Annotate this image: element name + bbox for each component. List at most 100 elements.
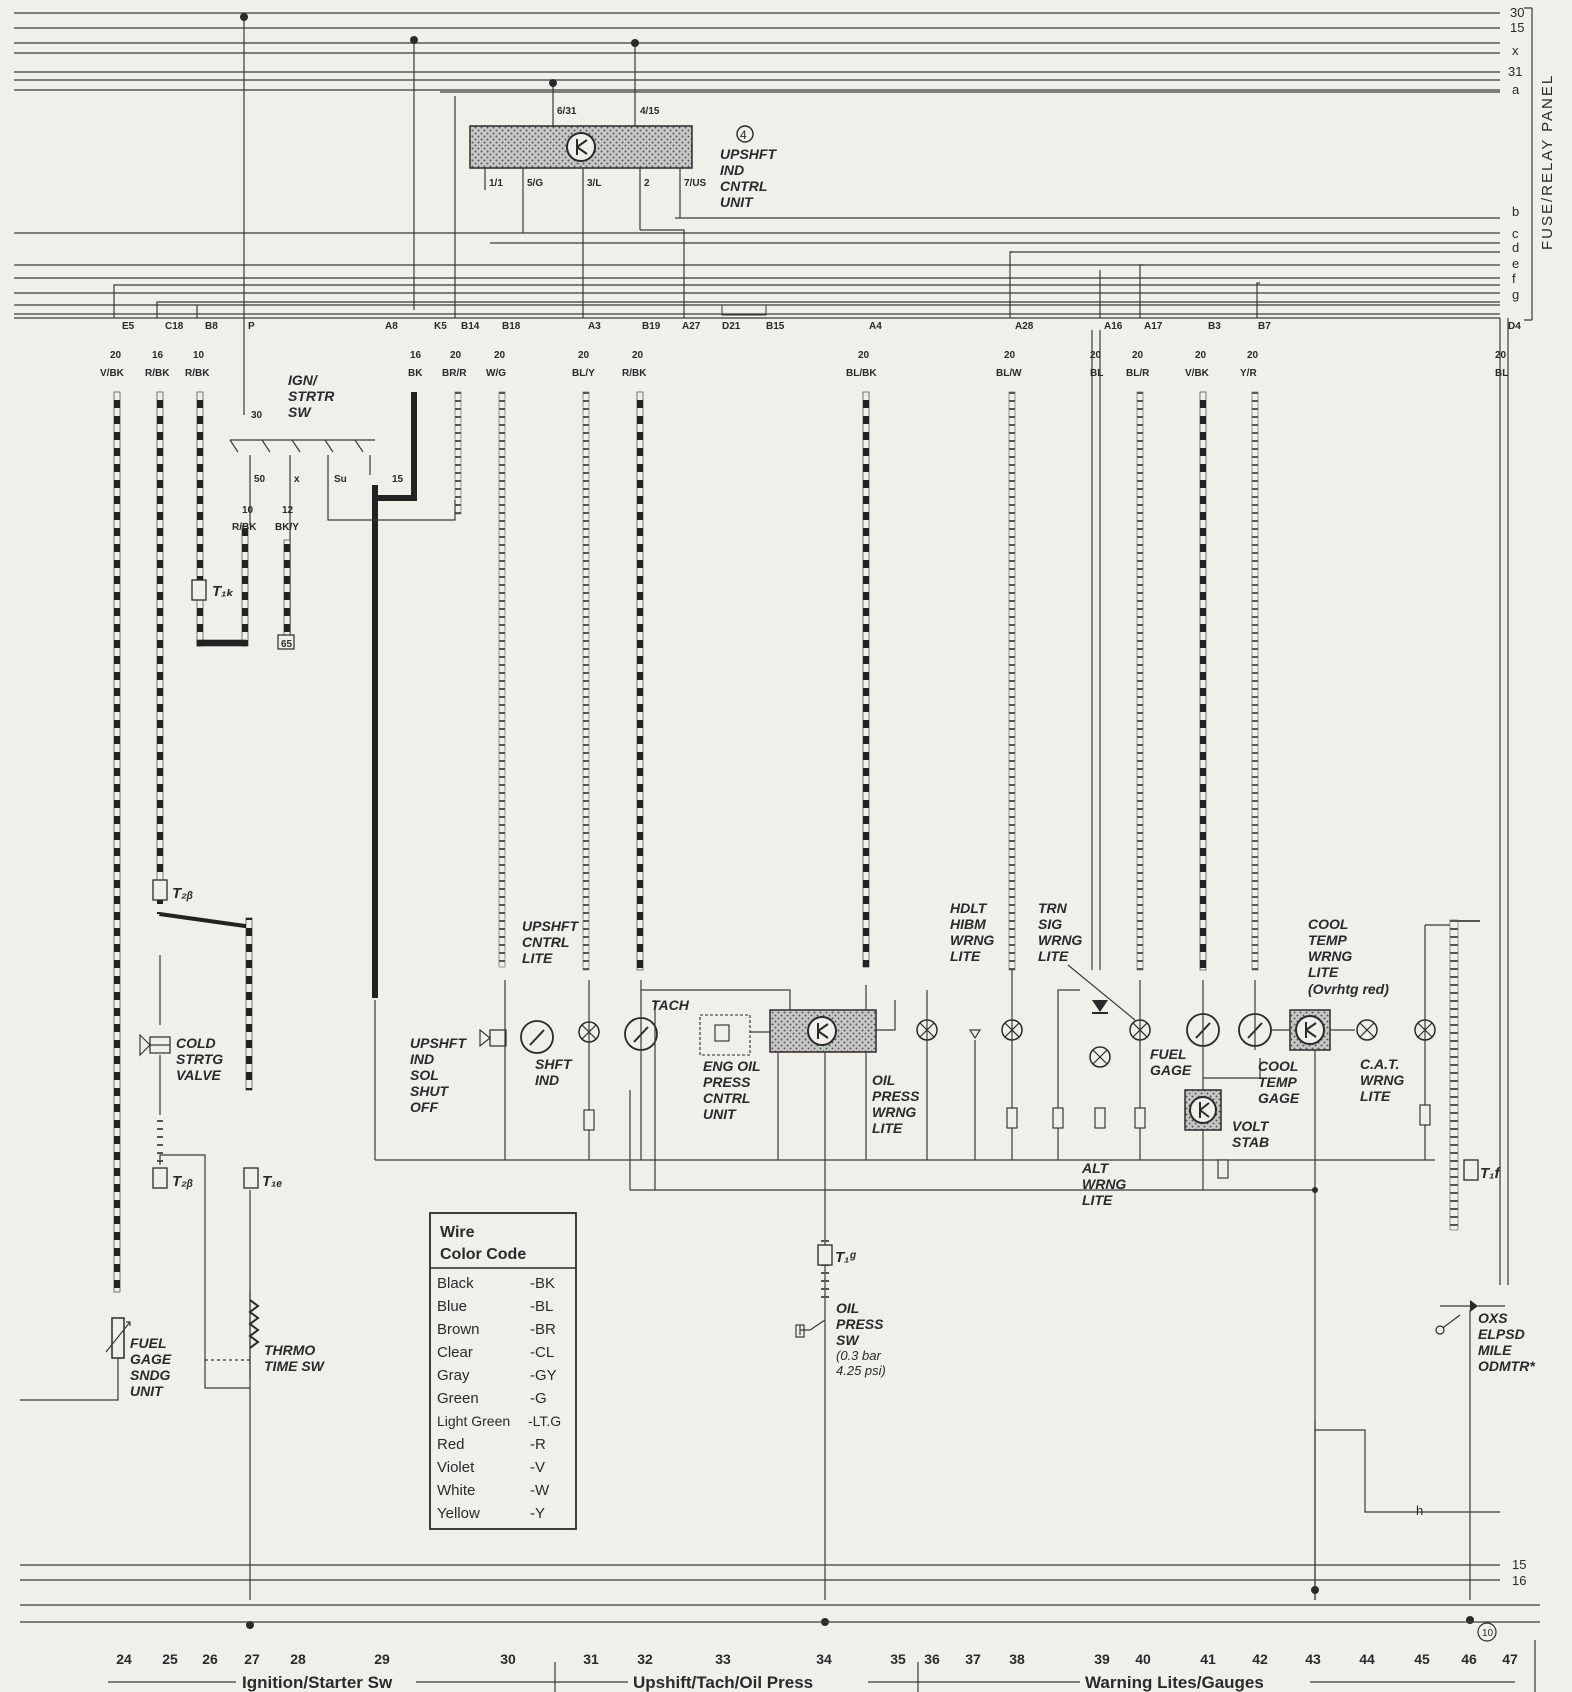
column-number: 26 [202, 1651, 218, 1667]
ign-wire-1-color: R/BK [232, 522, 257, 533]
legend-name-7: Red [437, 1436, 465, 1453]
wire-color-2: R/BK [185, 368, 210, 379]
wire-gauge-12: 20 [1195, 350, 1207, 361]
svg-text:T₂ᵦ: T₂ᵦ [172, 1173, 193, 1190]
bus-label-c: c [1512, 226, 1519, 241]
conn-k5: K5 [434, 321, 447, 332]
wire-gauge-10: 20 [1090, 350, 1102, 361]
ign-terminal-su: Su [334, 474, 347, 485]
wire-gauge-1: 16 [152, 350, 164, 361]
conn-a28: A28 [1015, 321, 1034, 332]
column-number: 46 [1461, 1651, 1477, 1667]
bottom-bus-15: 15 [1512, 1557, 1526, 1572]
pin-7-us: 7/US [684, 178, 707, 189]
instrument-cluster [374, 919, 1505, 1642]
cold-start-circuit [139, 879, 260, 1629]
ign-wire-2-gauge: 12 [282, 505, 294, 516]
hdlt-label: HDLT HIBM WRNG LITE [950, 900, 995, 964]
legend-title-2: Color Code [440, 1246, 526, 1263]
section-upshift: Upshift/Tach/Oil Press [633, 1673, 813, 1692]
ign-switch-label: IGN/ STRTR SW [288, 372, 335, 420]
svg-text:T₂ᵦ: T₂ᵦ [172, 885, 193, 902]
column-number: 32 [637, 1651, 653, 1667]
legend-code-4: -GY [530, 1367, 557, 1384]
column-number: 29 [374, 1651, 390, 1667]
svg-text:T₁ₑ: T₁ₑ [262, 1173, 282, 1190]
upshift-sol-label: UPSHFT IND SOL SHUT OFF [410, 1035, 466, 1115]
wire-color-10: BL [1090, 368, 1103, 379]
column-number: 38 [1009, 1651, 1025, 1667]
conn-b15: B15 [766, 321, 785, 332]
wire-color-14: BL [1495, 368, 1508, 379]
legend-name-3: Clear [437, 1344, 473, 1361]
wire-gauge-0: 20 [110, 350, 122, 361]
legend-code-8: -V [530, 1459, 545, 1476]
legend-name-8: Violet [437, 1459, 475, 1476]
ign-terminal-30: 30 [251, 410, 263, 421]
wire-color-4: BR/R [442, 368, 467, 379]
conn-b14: B14 [461, 321, 480, 332]
conn-a3: A3 [588, 321, 601, 332]
conn-a8: A8 [385, 321, 398, 332]
wire-gauge-6: 20 [578, 350, 590, 361]
bus-label-a: a [1512, 82, 1520, 97]
conn-a16: A16 [1104, 321, 1123, 332]
column-number: 42 [1252, 1651, 1268, 1667]
conn-b8: B8 [205, 321, 218, 332]
conn-b3: B3 [1208, 321, 1221, 332]
ign-terminal-50: 50 [254, 474, 266, 485]
conn-p: P [248, 321, 255, 332]
bus-label-f: f [1512, 271, 1516, 286]
column-number: 33 [715, 1651, 731, 1667]
cold-start-label: COLD STRTG VALVE [176, 1035, 224, 1083]
legend-code-7: -R [530, 1436, 546, 1453]
legend-name-6: Light Green [437, 1413, 510, 1429]
bus-label-b: b [1512, 204, 1519, 219]
conn-d21: D21 [722, 321, 741, 332]
conn-b7: B7 [1258, 321, 1271, 332]
cool-gage-label: COOL TEMP GAGE [1258, 1058, 1300, 1106]
pin-4-15: 4/15 [640, 106, 660, 117]
oil-unit-label: ENG OIL PRESS CNTRL UNIT [703, 1058, 761, 1122]
legend-name-10: Yellow [437, 1505, 480, 1522]
legend-name-0: Black [437, 1275, 474, 1292]
oil-switch-label: OIL PRESS SW [836, 1300, 884, 1348]
wire-gauge-8: 20 [858, 350, 870, 361]
wire-color-0: V/BK [100, 368, 125, 379]
legend-name-9: White [437, 1482, 475, 1499]
section-warning: Warning Lites/Gauges [1085, 1673, 1264, 1692]
wire-color-6: BL/Y [572, 368, 595, 379]
column-number: 35 [890, 1651, 906, 1667]
svg-text:T₁ᵍ: T₁ᵍ [835, 1249, 856, 1266]
legend-name-2: Brown [437, 1321, 480, 1338]
wire-color-11: BL/R [1126, 368, 1150, 379]
column-number: 34 [816, 1651, 832, 1667]
legend-code-1: -BL [530, 1298, 553, 1315]
section-ignition: Ignition/Starter Sw [242, 1673, 393, 1692]
column-number: 44 [1359, 1651, 1375, 1667]
bottom-bus [20, 1564, 1540, 1692]
wire-gauge-4: 20 [450, 350, 462, 361]
wire-gauge-3: 16 [410, 350, 422, 361]
shift-ind-label: SHFT IND [535, 1056, 572, 1088]
svg-text:T₁f: T₁f [1480, 1165, 1501, 1182]
branch-label-h: h [1416, 1503, 1423, 1518]
legend-title-1: Wire [440, 1224, 475, 1241]
column-number: 28 [290, 1651, 306, 1667]
upshift-unit [454, 39, 754, 318]
fuel-sender [20, 1317, 131, 1401]
wire-color-5: W/G [486, 368, 506, 379]
wire-gauge-13: 20 [1247, 350, 1259, 361]
wire-color-legend: Wire Color Code Black -BK Blue -BL Brown… [429, 1212, 577, 1530]
legend-code-3: -CL [530, 1344, 554, 1361]
bus-labels: 30 15 x 31 a b c d e f g [1508, 5, 1524, 302]
pin-6-31: 6/31 [557, 106, 577, 117]
fuel-sender-label: FUEL GAGE SNDG UNIT [130, 1335, 172, 1399]
bus-label-g: g [1512, 287, 1519, 302]
legend-code-2: -BR [530, 1321, 556, 1338]
ignition-switch [191, 439, 456, 650]
cool-lite-note: (Ovrhtg red) [1308, 981, 1389, 997]
wire-color-9: BL/W [996, 368, 1022, 379]
ground-ref: 10 [1482, 1628, 1494, 1639]
unit-number: 4 [740, 128, 747, 142]
